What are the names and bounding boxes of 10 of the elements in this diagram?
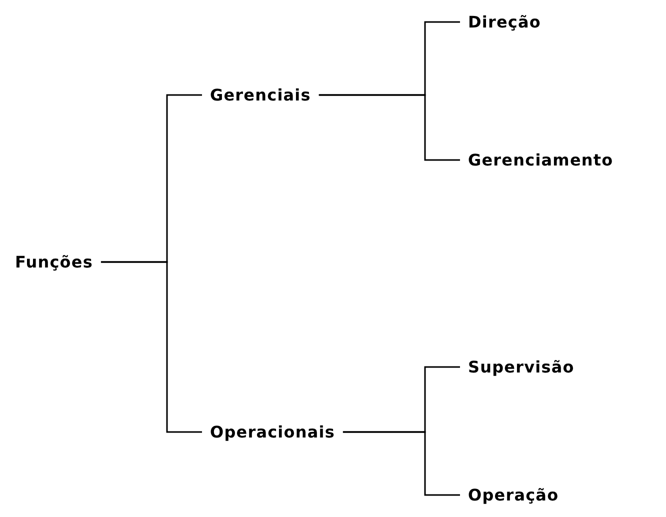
connector-line	[100, 261, 202, 433]
node-label: Gerenciais	[210, 84, 311, 106]
node-label: Supervisão	[468, 356, 574, 378]
node-label: Operacionais	[210, 422, 335, 442]
connector-line	[318, 94, 460, 161]
node-label: Gerenciamento	[468, 150, 614, 170]
node-label: Operação	[468, 484, 559, 506]
node-label: Funções	[15, 252, 93, 272]
connector-line	[342, 431, 460, 496]
node-label: Direção	[468, 12, 541, 32]
